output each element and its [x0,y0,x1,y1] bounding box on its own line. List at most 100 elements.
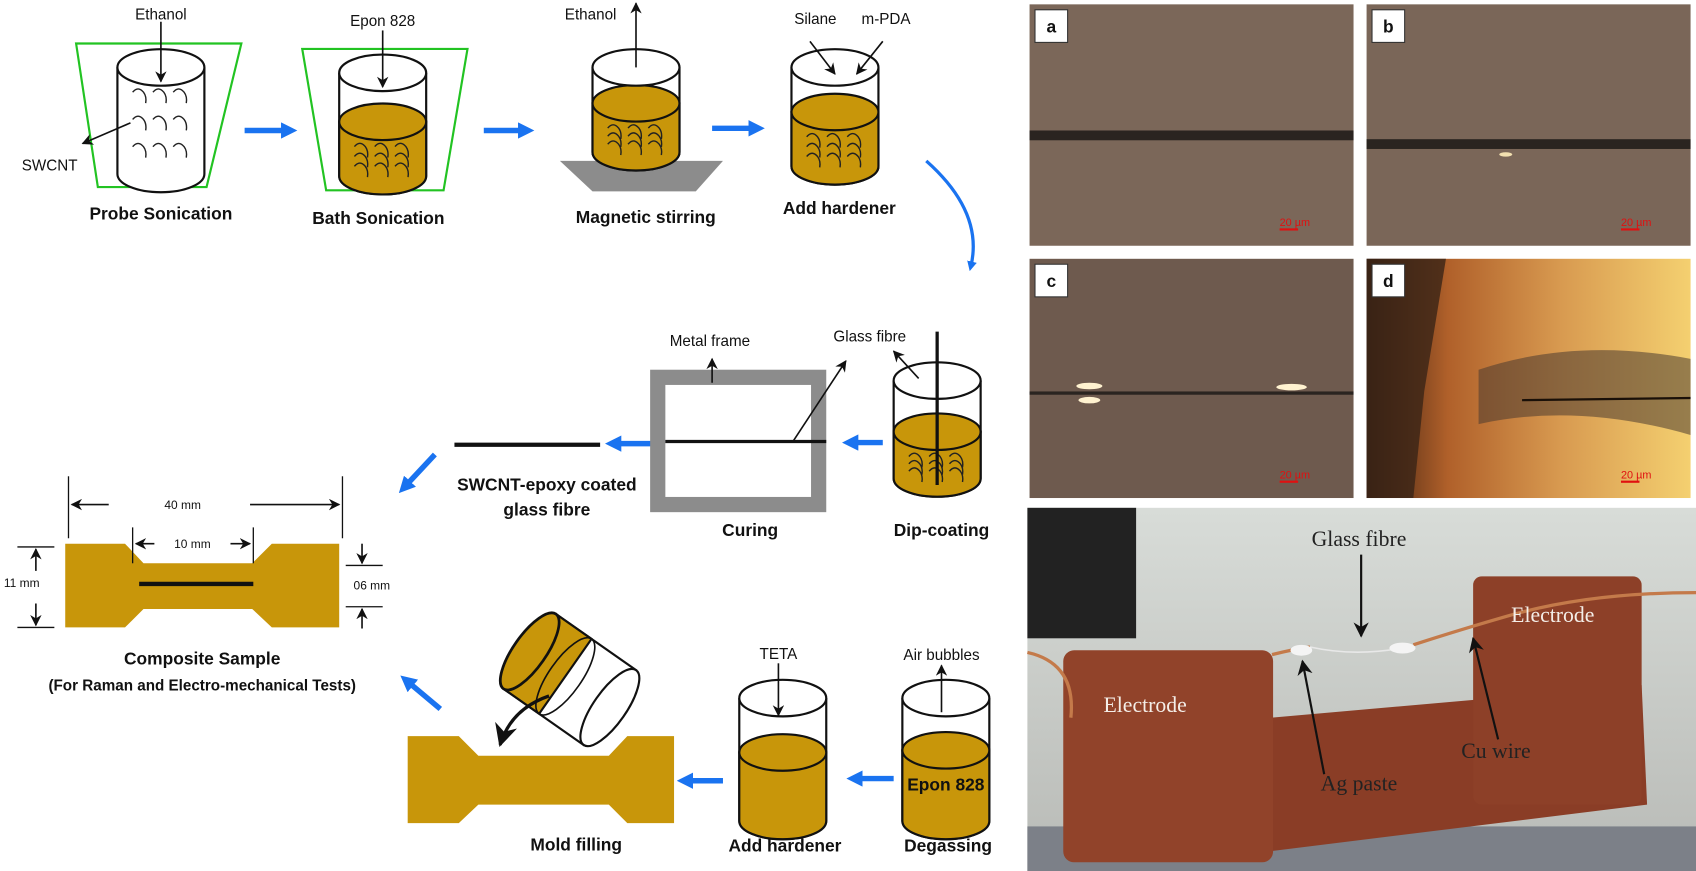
epoxy-liquid [738,751,828,841]
step-magnetic-stirring: Ethanol Magnetic stirring [559,2,723,227]
beaker-wall [116,67,206,194]
label-line2: glass fibre [503,499,590,519]
sonication-bath [300,47,469,192]
swcnt-icon [826,142,842,158]
swcnt-icon [374,142,389,158]
swcnt-icon [806,152,821,168]
label-electrode-right: Electrode [1511,603,1594,627]
coated-fibre: SWCNT-epoxy coated glass fibre [454,442,637,519]
scale-bar-label: 20 µm [1280,469,1310,481]
swcnt-icon [172,88,188,104]
step-title: Add hardener [783,198,896,218]
beaker [790,48,880,186]
swcnt-icon [607,140,622,156]
label-teta: TETA [760,646,799,663]
step-title: Bath Sonication [312,208,444,228]
electrode-block-right [1473,576,1642,805]
step-mold-filling: Mold filling [407,611,675,854]
panel-letter: b [1383,17,1394,37]
step-degassing: Air bubbles Epon 828 Degassing [901,647,992,855]
swcnt-pointer [81,122,131,145]
tilted-beaker [498,611,641,748]
dim-length: 40 mm [164,498,201,512]
label-ethanol: Ethanol [135,7,187,24]
flow-arrow-icon [400,675,443,712]
beaker [338,53,428,196]
dim-gauge-width: 06 mm [354,578,391,592]
swcnt-icon [394,162,410,178]
scale-bar-label: 20 µm [1621,217,1651,229]
swcnt-icon [374,152,389,168]
label-electrode-left: Electrode [1103,693,1186,717]
pointer [792,360,847,441]
swcnt-icon [647,140,663,156]
label-line1: SWCNT-epoxy coated [457,474,637,494]
swcnt-icon [647,124,663,140]
label-ethanol: Ethanol [565,7,617,24]
swcnt-icon [353,162,369,178]
swcnt-icon [846,142,862,158]
step-title: Degassing [904,835,992,855]
swcnt-icon [607,124,622,140]
beaker [591,48,681,172]
swcnt-icon [394,142,410,158]
swcnt-icon [908,459,923,475]
setup-photo: Glass fibre Electrode Electrode Ag paste… [1027,507,1696,871]
sample-title: Composite Sample [124,648,281,668]
step-title: Dip-coating [894,520,990,540]
step-title: Add hardener [728,835,841,855]
beaker [901,678,991,841]
swcnt-icon [806,142,821,158]
beaker [738,678,828,841]
arrow-in [855,40,884,75]
arrow-in [809,40,836,75]
micrograph-d: d 20 µm [1366,258,1691,499]
step-probe-sonication: Ethanol SWCNT Probe Sonication [22,7,243,224]
swcnt-icon [647,132,663,148]
swcnt-icon [394,152,410,168]
swcnt-icon [152,88,167,104]
swcnt-icon [806,132,821,148]
swcnt-icon [132,142,147,158]
swcnt-icon [152,115,167,131]
sample-subtitle: (For Raman and Electro-mechanical Tests) [48,677,356,694]
label-epon: Epon 828 [907,775,985,795]
swcnt-icon [846,132,862,148]
epoxy-liquid [901,749,991,841]
pour-arrow-icon [495,694,550,748]
swcnt-icon [627,140,643,156]
label-glass-fibre: Glass fibre [1312,527,1407,551]
step-title: Probe Sonication [89,204,232,224]
label-glass-fibre: Glass fibre [833,328,906,345]
beaker [116,48,206,194]
swcnt-icon [928,452,944,468]
swcnt-icon [948,467,964,483]
scale-bar-label: 20 µm [1280,217,1310,229]
step-add-hardener-1: Silane m-PDA Add hardener [783,11,912,218]
micrograph-b: b 20 µm [1366,4,1691,246]
dim-width: 11 mm [4,576,40,590]
epoxy-liquid [338,120,428,196]
flow-arrow-icon [398,452,437,494]
swcnt-icon [846,152,862,168]
micrograph-c: c 20 µm [1029,258,1354,499]
swcnt-icon [172,115,188,131]
mold [407,736,675,824]
step-title: Magnetic stirring [576,207,716,227]
swcnt-icon [132,88,147,104]
label-swcnt: SWCNT [22,158,78,175]
panel-letter: c [1046,271,1056,291]
step-add-hardener-2: TETA Add hardener [728,646,841,855]
stirrer-plate [559,160,723,192]
panel-letter: d [1383,271,1394,291]
electrode-block-left [1063,650,1274,863]
label-metal-frame: Metal frame [670,333,750,350]
swcnt-icon [627,124,643,140]
swcnt-icon [928,467,944,483]
swcnt-icon [132,115,147,131]
swcnt-icon [948,459,964,475]
swcnt-icon [908,452,923,468]
label-mpda: m-PDA [862,11,912,28]
label-ag-paste: Ag paste [1321,772,1398,796]
